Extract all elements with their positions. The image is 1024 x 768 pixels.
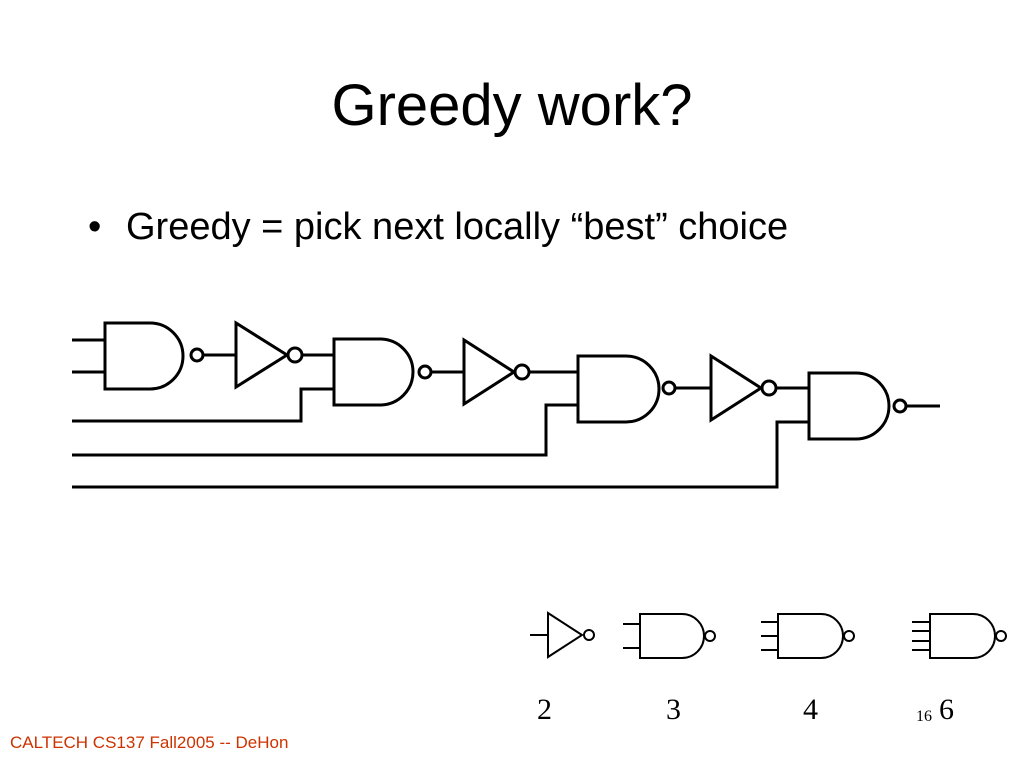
cost-label-nand4: 6 [939,693,954,726]
slide-title: Greedy work? [331,73,693,138]
nand-gate-2 [72,337,464,423]
cost-label-nand3: 4 [803,693,818,726]
footer-text: CALTECH CS137 Fall2005 -- DeHon [10,733,289,752]
slide-number: 16 [916,708,932,725]
inverter-1 [234,320,334,390]
inverter-3 [709,353,809,423]
legend-nand4-icon [912,613,1007,659]
legend-nand3-icon [761,613,855,659]
cost-label-inverter: 2 [537,693,552,726]
legend-inverter-icon [530,611,595,659]
inverter-2 [462,337,578,407]
legend-nand2-icon [623,613,716,659]
nand-gate-1 [72,321,236,391]
bullet-dot-icon: • [88,206,102,248]
nand-gate-4 [72,371,940,489]
cost-label-nand2: 3 [666,693,681,726]
bullet-text: Greedy = pick next locally “best” choice [126,206,789,248]
bullet-item: • Greedy = pick next locally “best” choic… [88,206,788,249]
nand-gate-3 [72,354,711,457]
